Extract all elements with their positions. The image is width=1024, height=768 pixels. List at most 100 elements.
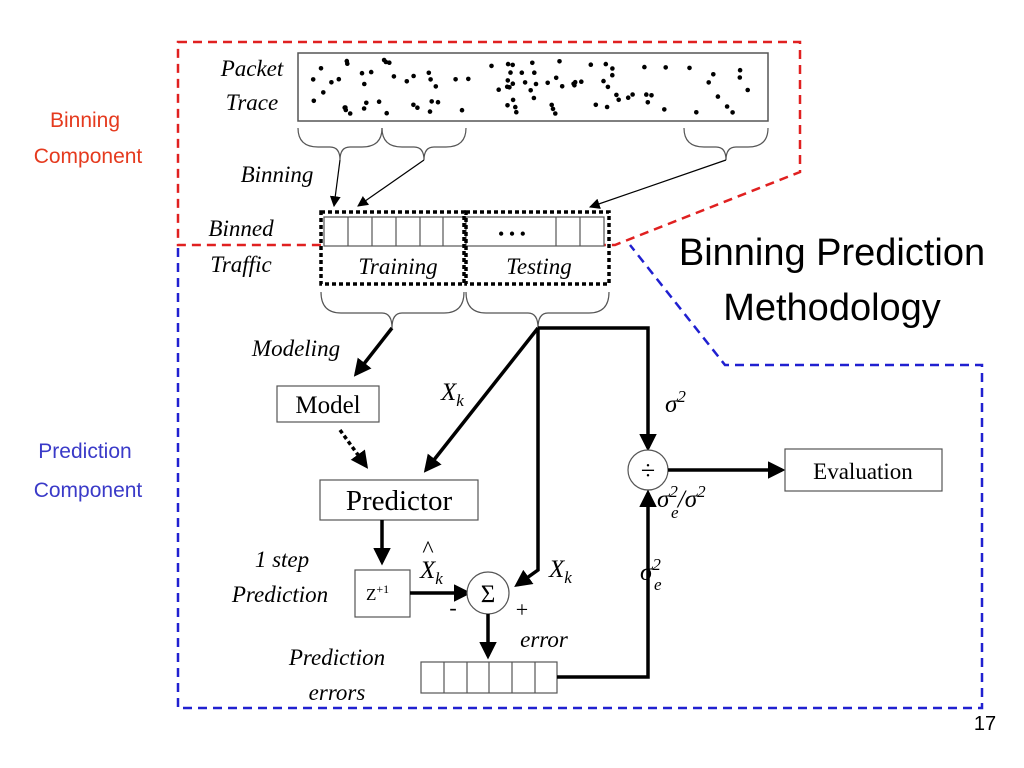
model-label: Model <box>295 392 360 419</box>
xk-input-label: Xk <box>440 379 464 410</box>
packet-dot <box>466 76 471 82</box>
packet-dot <box>730 110 735 115</box>
packet-dot <box>559 84 565 89</box>
packet-dot <box>553 111 558 116</box>
plus-sign: + <box>516 597 528 622</box>
packet-dot <box>505 61 511 67</box>
packet-label: Packet <box>220 56 284 81</box>
slide-title-line-1: Binning Prediction <box>679 232 985 274</box>
prediction-component-boundary <box>176 244 984 710</box>
packet-dot <box>510 81 516 86</box>
packet-dot <box>359 70 365 76</box>
error-variance-e-sub: e <box>654 575 662 594</box>
packet-dot <box>508 70 513 75</box>
packet-dot <box>745 87 750 93</box>
packet-dot <box>616 97 621 103</box>
packet-dot <box>532 70 537 75</box>
packet-dot <box>605 84 611 90</box>
one-step-label: 1 step <box>255 547 309 572</box>
packet-dot <box>593 102 599 108</box>
packet-dot <box>310 77 316 82</box>
packet-dot <box>649 93 654 98</box>
packet-dot <box>496 87 502 92</box>
packet-dot <box>435 99 441 105</box>
packet-dot <box>601 78 606 84</box>
packet-dot <box>545 80 550 86</box>
packet-dot <box>553 75 559 81</box>
binned-label: Binned <box>208 216 274 241</box>
binning-arrow-2 <box>357 159 425 207</box>
binning-component-label-1: Binning <box>50 109 120 132</box>
packet-dot <box>342 105 348 110</box>
prediction-label: Prediction <box>231 582 328 607</box>
binning-component-boundary <box>176 40 802 247</box>
packet-dot <box>531 95 537 101</box>
packet-dot <box>381 57 387 63</box>
minus-sign: - <box>449 595 456 620</box>
packet-dot <box>694 110 699 115</box>
packet-dot <box>645 100 651 105</box>
training-brace <box>320 291 465 329</box>
packet-dot <box>459 107 465 113</box>
packet-dot <box>329 80 334 85</box>
packet-dot <box>428 77 433 82</box>
packet-dot <box>625 95 631 100</box>
evaluation-label: Evaluation <box>813 459 913 484</box>
packet-dot <box>549 102 554 108</box>
packet-dot <box>433 84 439 89</box>
prediction-errors-cells <box>443 662 536 693</box>
packet-dot <box>610 66 615 71</box>
testing-to-variance-arrow <box>538 326 657 452</box>
prediction-errors-label-2: errors <box>309 680 366 705</box>
packet-dot <box>345 61 350 66</box>
xhat-hat: ^ <box>422 537 433 563</box>
packet-dot <box>505 78 511 83</box>
packet-dot <box>514 109 519 115</box>
trace-label: Trace <box>226 90 278 115</box>
packet-dot <box>489 63 494 69</box>
packet-dot <box>724 104 730 109</box>
slide-title-line-2: Methodology <box>723 287 941 329</box>
packet-dot <box>687 65 692 71</box>
packet-dot <box>522 80 528 85</box>
packet-dot <box>347 111 353 116</box>
packet-dot <box>510 97 516 103</box>
xhat-label: Xk <box>419 557 443 588</box>
xk-to-predictor-arrow <box>423 326 540 473</box>
delay-box <box>354 569 411 618</box>
prediction-component-label-1: Prediction <box>38 440 131 463</box>
packet-dot <box>604 104 610 110</box>
packet-dot <box>662 107 667 112</box>
packet-dot <box>368 69 374 75</box>
xk-sum-label: Xk <box>548 556 572 587</box>
testing-label: Testing <box>506 254 572 279</box>
packet-dot <box>504 84 510 90</box>
packet-dot <box>630 92 635 97</box>
packet-dot <box>644 92 649 97</box>
sum-symbol: Σ <box>481 581 496 608</box>
ratio-label-e-sub: e <box>671 503 679 522</box>
packet-dot <box>528 88 533 93</box>
packet-brace-1 <box>297 127 383 161</box>
packet-dot <box>706 80 711 85</box>
packet-dot <box>737 75 743 80</box>
page-number: 17 <box>974 713 996 735</box>
packet-dot <box>505 103 510 108</box>
packet-dot <box>530 60 535 66</box>
packet-dot <box>603 61 609 67</box>
packet-dot <box>510 62 515 68</box>
packet-dot <box>642 64 647 70</box>
packet-dot <box>318 66 324 71</box>
variance-label: σ2 <box>665 387 686 418</box>
packet-dot <box>572 83 577 88</box>
binning-arrow-1 <box>329 159 341 208</box>
divide-symbol: ÷ <box>641 456 655 485</box>
modeling-label: Modeling <box>251 336 340 361</box>
packet-dot <box>427 109 433 114</box>
model-to-predictor-arrow <box>338 428 369 469</box>
packet-brace-3 <box>683 127 769 161</box>
packet-dot <box>311 98 317 104</box>
error-label: error <box>520 627 569 652</box>
packet-dot <box>391 74 397 79</box>
packet-dot <box>610 72 615 78</box>
